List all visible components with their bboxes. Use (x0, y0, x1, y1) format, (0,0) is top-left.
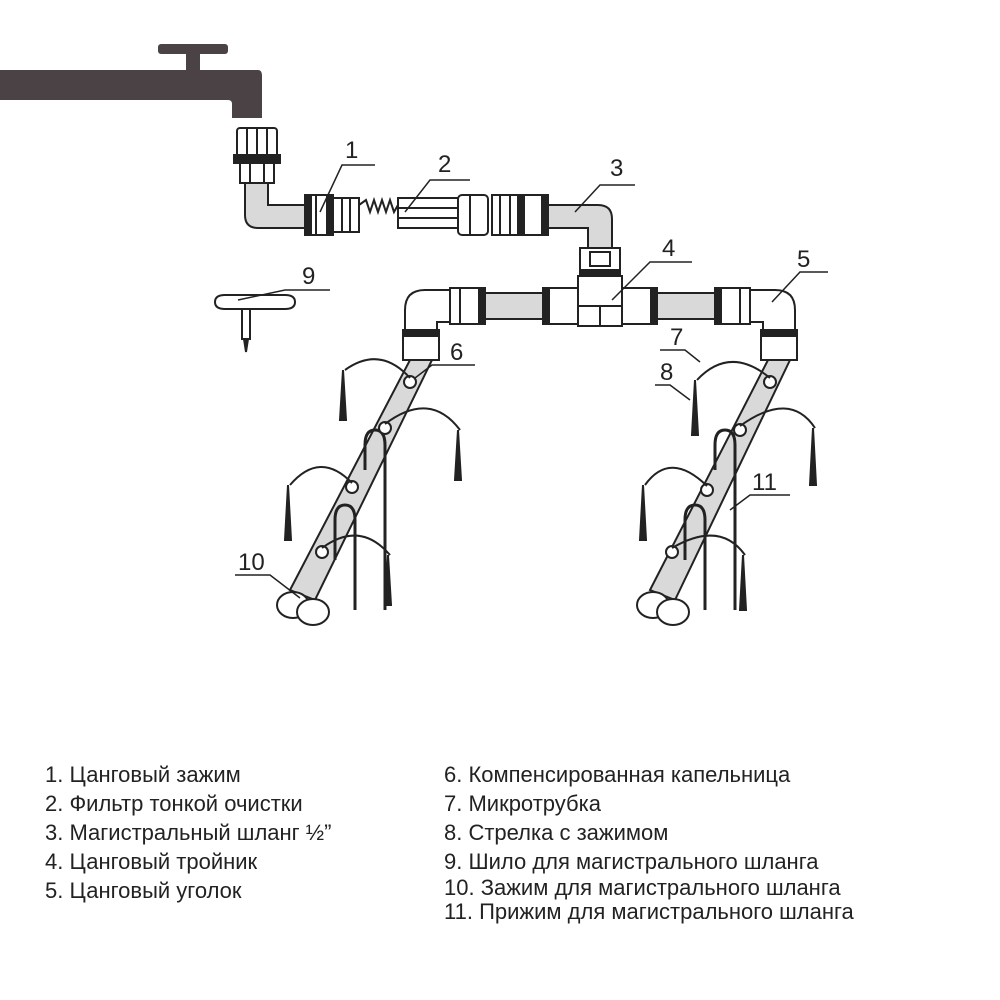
collet-elbow-left (404, 289, 451, 331)
callout-11: 11 (752, 469, 777, 496)
hold-down-pins-left (333, 428, 387, 610)
legend-item: 5. Цанговый уголок (45, 878, 242, 903)
collet-clamp-left (449, 287, 486, 325)
legend-item: 7. Микротрубка (444, 791, 601, 816)
callout-1: 1 (345, 137, 358, 164)
callout-10: 10 (238, 549, 265, 576)
legend-item: 1. Цанговый зажим (45, 762, 241, 787)
drippers-right (638, 361, 818, 611)
legend-item: 8. Стрелка с зажимом (444, 820, 669, 845)
main-hose-top-elbow (244, 182, 306, 229)
drippers-left (283, 358, 463, 606)
drip-irrigation-diagram: 1 2 3 4 5 6 7 8 9 10 11 (0, 44, 828, 626)
callout-6: 6 (450, 339, 463, 366)
hose-awl (213, 294, 297, 353)
legend-item: 2. Фильтр тонкой очистки (45, 791, 303, 816)
legend-item: 6. Компенсированная капельница (444, 762, 791, 787)
collet-clamp-right-down (760, 329, 798, 361)
collet-elbow-right (749, 289, 796, 331)
hold-down-pins-right (683, 428, 737, 610)
collet-clamp-right (714, 287, 751, 325)
callout-5: 5 (797, 246, 810, 273)
callout-3: 3 (610, 155, 623, 182)
legend-right: 6. Компенсированная капельница 7. Микрот… (444, 760, 854, 924)
callout-7: 7 (670, 324, 683, 351)
main-hose-left (484, 292, 544, 320)
legend-item: 3. Магистральный шланг ½” (45, 820, 332, 845)
fine-filter (358, 194, 489, 236)
collet-clamp-left-down (402, 329, 440, 361)
collet-clamp-after-filter (491, 194, 549, 236)
hose-end-clamp-right (636, 591, 690, 626)
hose-end-clamp-left (276, 591, 330, 626)
collet-clamp-faucet (233, 127, 281, 184)
legend-item: 9. Шило для магистрального шланга (444, 849, 819, 874)
callout-4: 4 (662, 235, 675, 262)
callout-2: 2 (438, 151, 451, 178)
callout-8: 8 (660, 359, 673, 386)
main-hose-to-tee (547, 204, 613, 249)
main-hose-right (656, 292, 716, 320)
collet-clamp (304, 194, 360, 236)
faucet (0, 44, 262, 118)
main-hose-left-branch (288, 359, 434, 602)
legend-item: 10. Зажим для магистрального шланга (444, 875, 841, 900)
legend-item: 4. Цанговый тройник (45, 849, 258, 874)
callout-9: 9 (302, 263, 315, 290)
legend-left: 1. Цанговый зажим 2. Фильтр тонкой очист… (45, 760, 331, 905)
callout-leaders (235, 164, 828, 599)
legend-item: 11. Прижим для магистрального шланга (444, 899, 854, 924)
collet-tee (542, 247, 658, 327)
